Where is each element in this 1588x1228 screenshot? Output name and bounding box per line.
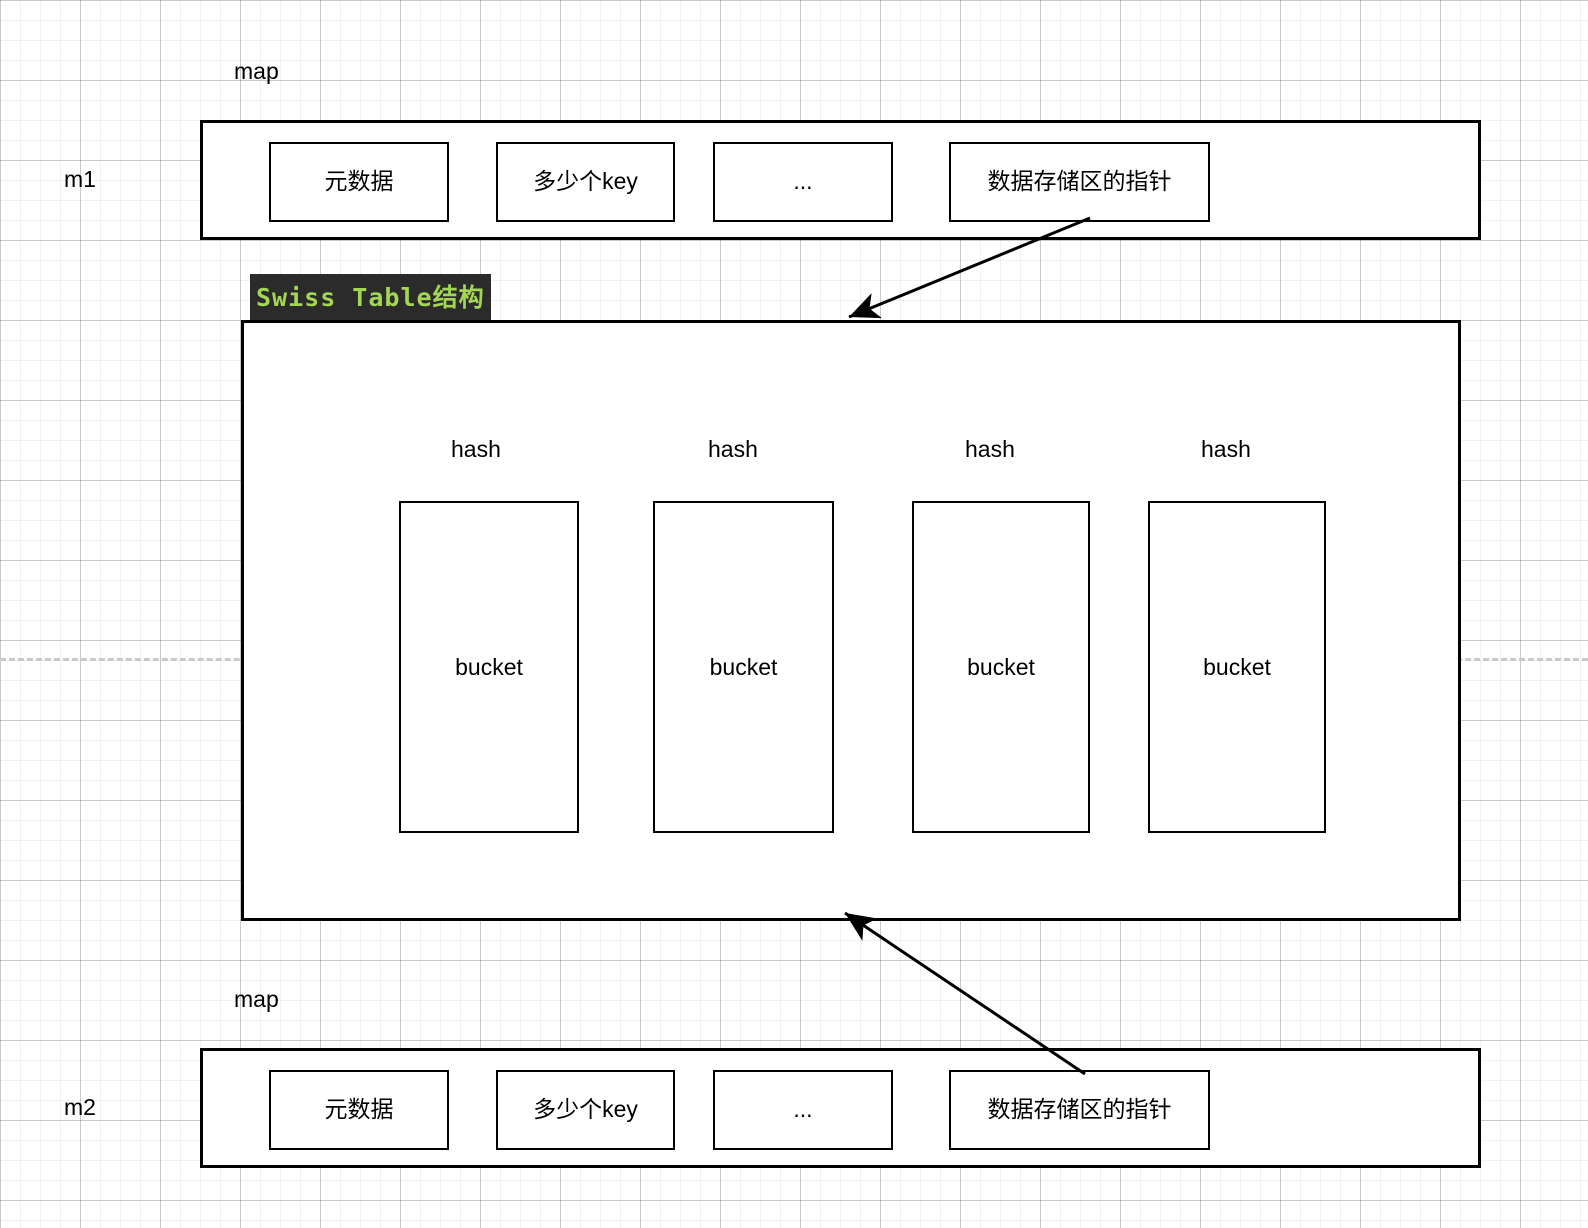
map-field-ellipsis-m2: ... xyxy=(713,1070,893,1150)
map-title-m2: map xyxy=(234,986,279,1012)
map-field-key-count-m1: 多少个key xyxy=(496,142,675,222)
swiss-table-container: hash hash hash hash bucket bucket bucket… xyxy=(241,320,1461,921)
map-field-ellipsis-m1: ... xyxy=(713,142,893,222)
map-field-data-pointer-m2: 数据存储区的指针 xyxy=(949,1070,1210,1150)
bucket-box-4: bucket xyxy=(1148,501,1326,833)
map-field-data-pointer-m1: 数据存储区的指针 xyxy=(949,142,1210,222)
hash-label-1: hash xyxy=(451,436,501,462)
swiss-table-tag: Swiss Table结构 xyxy=(250,274,491,320)
hash-label-3: hash xyxy=(965,436,1015,462)
bucket-box-2: bucket xyxy=(653,501,834,833)
bucket-box-1: bucket xyxy=(399,501,579,833)
map-field-metadata-m1: 元数据 xyxy=(269,142,449,222)
hash-label-4: hash xyxy=(1201,436,1251,462)
map-side-label-m1: m1 xyxy=(64,166,96,192)
bucket-box-3: bucket xyxy=(912,501,1090,833)
map-field-metadata-m2: 元数据 xyxy=(269,1070,449,1150)
map-field-key-count-m2: 多少个key xyxy=(496,1070,675,1150)
map-side-label-m2: m2 xyxy=(64,1094,96,1120)
hash-label-2: hash xyxy=(708,436,758,462)
map-title-m1: map xyxy=(234,58,279,84)
map-container-m2: 元数据 多少个key ... 数据存储区的指针 xyxy=(200,1048,1481,1168)
map-container-m1: 元数据 多少个key ... 数据存储区的指针 xyxy=(200,120,1481,240)
